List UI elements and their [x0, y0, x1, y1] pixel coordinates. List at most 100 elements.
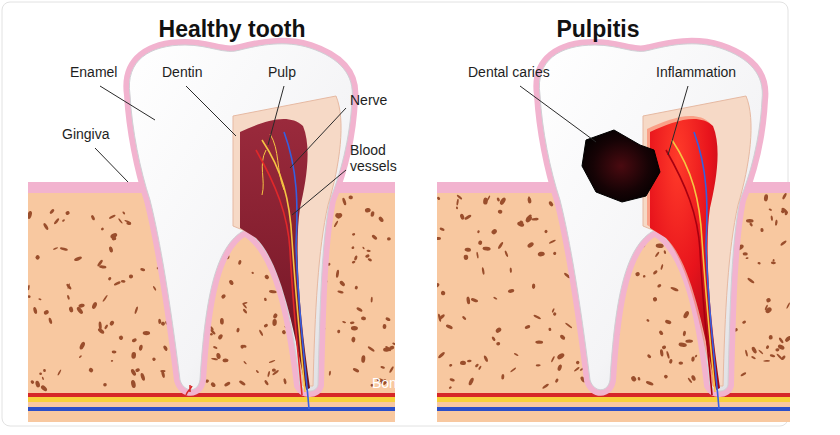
bone-pore [655, 251, 660, 257]
bone-pore [108, 246, 113, 253]
part-label: Dentin [162, 64, 202, 80]
bone-pore [747, 277, 755, 284]
bone-pore [362, 246, 365, 249]
bone-pore [518, 220, 524, 226]
bone-pore [437, 282, 440, 288]
bone-pore [468, 377, 475, 386]
bone-pore [497, 209, 502, 214]
bone-pore [39, 372, 42, 375]
bone-pore [99, 265, 107, 269]
bone-pore [380, 366, 385, 370]
bone-pore [111, 236, 116, 240]
bone-pore [548, 327, 551, 331]
bone-pore [635, 271, 641, 277]
bone-pore [508, 289, 515, 294]
bone-pore [220, 318, 224, 325]
bone-pore [76, 306, 84, 315]
bone-pore [438, 313, 445, 320]
bone-pore [103, 383, 107, 387]
bone-pore [67, 295, 71, 300]
bone-pore [768, 208, 772, 211]
bone-pore [481, 267, 484, 275]
bone-pore [111, 360, 114, 362]
root-vessel [186, 385, 192, 395]
bone-pore [152, 357, 157, 362]
bone-pore [118, 218, 123, 224]
bone-pore [478, 240, 483, 245]
leader-line [268, 86, 284, 145]
bone-pore [28, 210, 33, 219]
bone-pore [544, 229, 548, 233]
bone-pore [552, 312, 556, 317]
bone-pore [140, 373, 146, 382]
bone-pore [491, 336, 496, 342]
bone-pore [514, 352, 519, 356]
bone-pore [483, 355, 489, 363]
bone-pore [228, 279, 234, 286]
bone-pore [38, 298, 42, 301]
bone-pore [351, 260, 355, 263]
bone-pore [778, 337, 784, 344]
nerve-band [28, 393, 395, 402]
bone-pore [456, 198, 459, 205]
vein-in-pulp [284, 132, 309, 409]
bone-pore [575, 360, 580, 365]
bone-pore [90, 215, 95, 221]
bone-pore [456, 206, 459, 209]
bone-pore [97, 327, 105, 334]
periodontal-tissue [129, 44, 352, 391]
bone-pore [40, 384, 48, 392]
bone-pore [385, 345, 392, 352]
bone-pore [351, 246, 354, 249]
bone-pore [109, 214, 116, 219]
bone-pore [769, 335, 773, 340]
bone-pore [100, 227, 104, 231]
bone-pore [138, 344, 143, 351]
bone-pore [272, 319, 277, 326]
bone-pore [652, 270, 658, 276]
bone-pore [764, 194, 769, 202]
bone-pore [255, 370, 259, 374]
nerve-branch [262, 134, 284, 195]
bone-pore [134, 306, 139, 314]
part-label: Enamel [70, 64, 117, 80]
bone-pore [43, 222, 50, 230]
bone-pore [35, 254, 41, 260]
bone-pore [643, 275, 646, 278]
bone-pore [504, 250, 509, 257]
bone-pore [460, 361, 466, 366]
bone-pore [264, 380, 270, 386]
pulpitis-tooth [539, 44, 762, 409]
bone-pore [140, 268, 146, 272]
part-label: Nerve [350, 92, 387, 108]
bone-pore [496, 342, 500, 346]
bone-pore [491, 228, 498, 235]
bone-pore [272, 368, 276, 372]
leader-lines [95, 86, 688, 215]
bone-pore [392, 342, 395, 346]
leader-line [100, 86, 155, 120]
bone-pore [336, 212, 344, 220]
bone-pore [53, 247, 59, 251]
vein-in-pulp [694, 132, 719, 409]
bone-pore [475, 363, 480, 368]
bone-pore [656, 243, 664, 248]
bone-pore [269, 290, 277, 294]
bone-pore [352, 367, 359, 373]
bone-pore [476, 252, 479, 259]
bone-pore [62, 219, 66, 223]
bone-pore [351, 326, 358, 331]
bone-pore [264, 274, 270, 280]
bone-pore [661, 345, 666, 350]
bone-pore [387, 237, 391, 241]
bone-pore [537, 251, 545, 257]
bone-pore [224, 381, 231, 387]
bone-pore [439, 227, 445, 232]
leader-line [292, 170, 346, 215]
bone-pore [772, 259, 775, 262]
bone-pore [131, 352, 136, 359]
bone-pore [385, 317, 391, 322]
bone-pore [121, 280, 126, 283]
artery-line [437, 393, 790, 397]
bone-pore [743, 252, 748, 256]
